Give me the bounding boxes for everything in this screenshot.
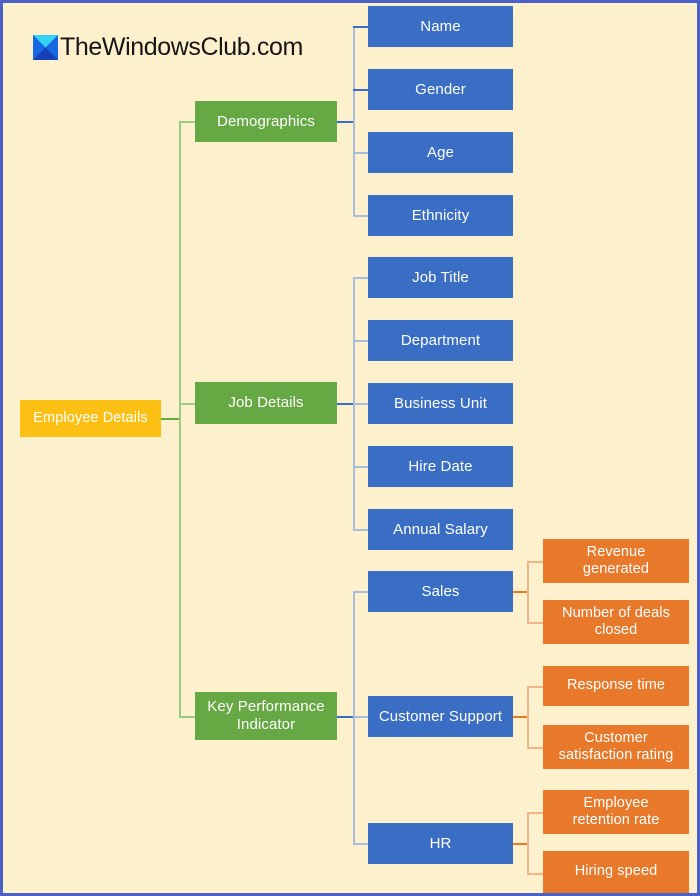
node-job-details[interactable]: Job Details [195,382,337,424]
connector-job-details-annual-salary [353,529,368,531]
connector-hr-retention [527,812,543,814]
node-employee-retention-rate[interactable]: Employee retention rate [543,790,689,834]
node-hiring-speed[interactable]: Hiring speed [543,851,689,893]
connector-customer-support-spine [527,686,529,748]
connector-root-demographics [179,121,195,123]
connector-customer-support-stub [513,716,527,718]
node-customer-support[interactable]: Customer Support [368,696,513,737]
watermark: TheWindowsClub.com [33,33,303,62]
connector-customer-support-satisfaction [527,747,543,749]
node-demographics[interactable]: Demographics [195,101,337,142]
connector-root-stub [161,418,179,420]
node-number-of-deals-closed[interactable]: Number of deals closed [543,600,689,644]
connector-sales-revenue [527,561,543,563]
node-department[interactable]: Department [368,320,513,361]
node-sales[interactable]: Sales [368,571,513,612]
connector-kpi-customer-support [353,716,368,718]
connector-demographics-spine [353,26,355,216]
watermark-text: TheWindowsClub.com [60,33,303,61]
connector-sales-stub [513,591,527,593]
connector-customer-support-response-time [527,686,543,688]
connector-root-kpi [179,716,195,718]
connector-demographics-name [353,26,368,28]
connector-hr-spine [527,812,529,874]
node-response-time[interactable]: Response time [543,666,689,706]
node-customer-satisfaction-rating[interactable]: Customer satisfaction rating [543,725,689,769]
connector-kpi-stub [337,716,353,718]
connector-hr-stub [513,843,527,845]
connector-kpi-sales [353,591,368,593]
connector-job-details-department [353,340,368,342]
node-revenue-generated[interactable]: Revenue generated [543,539,689,583]
connector-sales-spine [527,561,529,623]
connector-kpi-hr [353,843,368,845]
node-gender[interactable]: Gender [368,69,513,110]
node-annual-salary[interactable]: Annual Salary [368,509,513,550]
node-ethnicity[interactable]: Ethnicity [368,195,513,236]
node-business-unit[interactable]: Business Unit [368,383,513,424]
node-job-title[interactable]: Job Title [368,257,513,298]
node-key-performance-indicator[interactable]: Key Performance Indicator [195,692,337,740]
connector-root-job-details [179,403,195,405]
connector-demographics-age [353,152,368,154]
connector-job-details-stub [337,403,353,405]
connector-root-spine [179,121,181,717]
thewindowsclub-logo-icon [33,35,58,60]
connector-hr-hiring-speed [527,873,543,875]
node-hr[interactable]: HR [368,823,513,864]
connector-demographics-ethnicity [353,215,368,217]
connector-demographics-stub [337,121,353,123]
connector-job-details-hire-date [353,466,368,468]
node-hire-date[interactable]: Hire Date [368,446,513,487]
connector-job-details-job-title [353,277,368,279]
connector-job-details-business-unit [353,403,368,405]
connector-demographics-gender [353,89,368,91]
node-name[interactable]: Name [368,6,513,47]
node-employee-details[interactable]: Employee Details [20,400,161,437]
connector-sales-deals [527,622,543,624]
node-age[interactable]: Age [368,132,513,173]
